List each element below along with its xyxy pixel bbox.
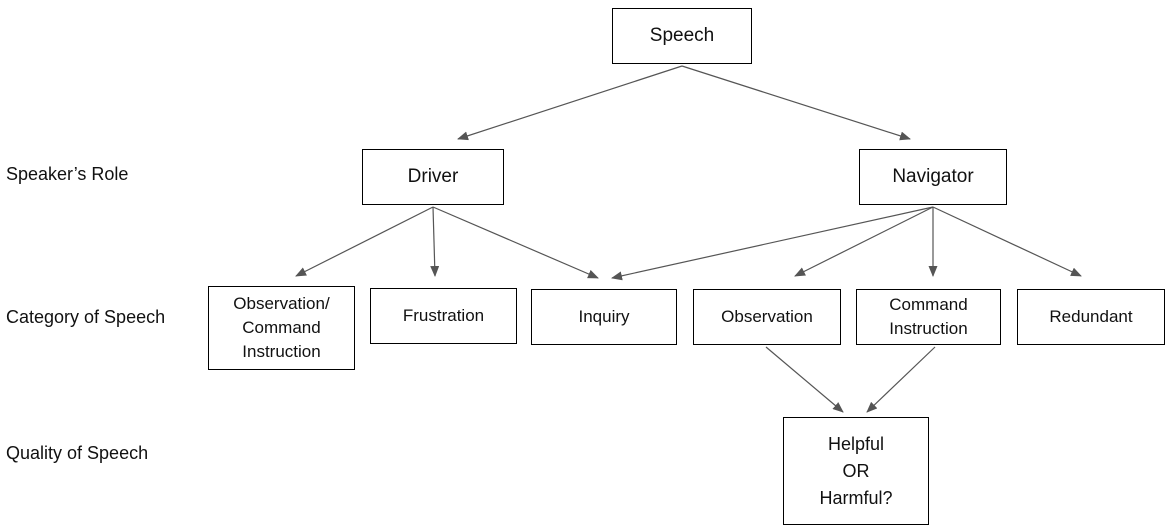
command-instruction-node: Command Instruction bbox=[856, 289, 1001, 345]
driver-node: Driver bbox=[362, 149, 504, 205]
row-label-speakers-role: Speaker’s Role bbox=[6, 164, 129, 184]
speech-node: Speech bbox=[612, 8, 752, 64]
arrow-navigator-to-redundant bbox=[932, 206, 1082, 277]
row-label-quality-of-speech: Quality of Speech bbox=[6, 443, 149, 463]
observation-node: Observation bbox=[693, 289, 841, 345]
inquiry-node: Inquiry bbox=[531, 289, 677, 345]
arrow-speech-to-driver bbox=[457, 65, 683, 141]
navigator-node: Navigator bbox=[859, 149, 1007, 205]
frustration-node: Frustration bbox=[370, 288, 517, 344]
arrow-command-to-quality bbox=[866, 346, 936, 413]
arrow-driver-to-inquiry bbox=[432, 206, 599, 279]
redundant-node: Redundant bbox=[1017, 289, 1165, 345]
observation-command-instruction-node: Observation/ Command Instruction bbox=[208, 286, 355, 370]
arrow-driver-to-obs_cmd bbox=[295, 206, 434, 277]
arrow-observation-to-quality bbox=[765, 346, 844, 413]
row-label-category-of-speech: Category of Speech bbox=[6, 307, 166, 327]
arrow-speech-to-navigator bbox=[681, 65, 911, 141]
arrow-navigator-to-inquiry bbox=[611, 206, 934, 281]
arrow-driver-to-frustration bbox=[430, 206, 440, 277]
helpful-or-harmful-node: Helpful OR Harmful? bbox=[783, 417, 929, 525]
arrow-navigator-to-observation bbox=[794, 206, 934, 277]
